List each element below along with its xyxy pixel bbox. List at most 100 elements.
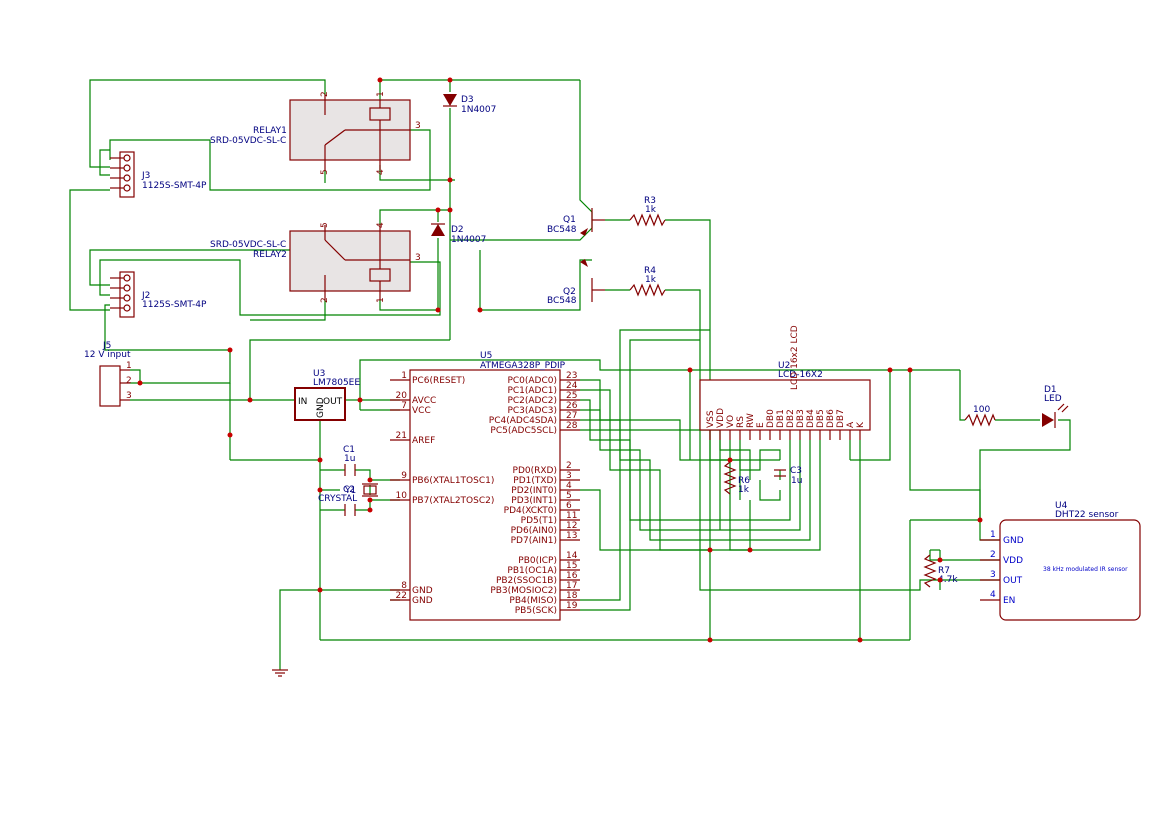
j3-ref: J3 <box>141 171 150 181</box>
r6-value: 1k <box>738 485 750 495</box>
u5-pin-name: PD5(T1) <box>521 516 557 526</box>
u5-pin-name: PD7(AIN1) <box>511 536 557 546</box>
u5-pin-name: PC5(ADC5SCL) <box>490 426 557 436</box>
u5-pin-name: PB4(MISO) <box>509 596 557 606</box>
u5-pin-number: 10 <box>396 491 408 501</box>
c1-value: 1u <box>344 454 355 464</box>
resistor-r4-symbol <box>629 283 666 297</box>
u5-pin-number: 15 <box>566 561 577 571</box>
u5-pin-number: 16 <box>566 571 578 581</box>
connector-j5-symbol: 1 2 3 <box>99 361 132 407</box>
u5-pin-number: 19 <box>566 601 578 611</box>
relay1-pin-2: 2 <box>320 91 330 97</box>
resistor-r7-symbol <box>923 554 937 588</box>
u2-pin-name: DB4 <box>806 409 816 428</box>
u5-pin-name: PD3(INT1) <box>511 496 557 506</box>
relay2-symbol: 5 4 3 2 1 <box>289 222 421 303</box>
capacitor-c2-symbol <box>344 504 356 516</box>
capacitor-c1-symbol <box>344 464 356 476</box>
relay2-pin-2: 2 <box>320 297 330 303</box>
r3-ref: R3 <box>644 196 656 206</box>
u5-pin-number: 5 <box>566 491 572 501</box>
u5-pin-number: 23 <box>566 371 577 381</box>
junction-dots <box>137 77 983 643</box>
u2-pin-name: RS <box>736 416 746 428</box>
u5-pin-name: PC4(ADC4SDA) <box>489 416 557 426</box>
u4-pin-number: 4 <box>990 590 996 600</box>
relay1-pin-4: 4 <box>376 169 386 175</box>
connector-j2-symbol <box>110 271 135 318</box>
diode-d2-symbol <box>431 223 445 236</box>
u5-pin-number: 12 <box>566 521 577 531</box>
u4-pin-name: EN <box>1003 596 1015 606</box>
u4-pin-name: GND <box>1003 536 1024 546</box>
r3-value: 1k <box>645 205 657 215</box>
u5-pin-name: PB1(OC1A) <box>507 566 557 576</box>
u5-pin-name: GND <box>412 596 433 606</box>
u3-value: LM7805EE <box>313 378 360 388</box>
j5-value: 12 V input <box>84 350 131 360</box>
u5-pin-number: 8 <box>401 581 407 591</box>
u2-pin-name: DB7 <box>836 409 846 428</box>
resistor-led-symbol <box>964 413 996 427</box>
sensor-u4-symbol <box>999 519 1141 621</box>
u2-pin-name: DB6 <box>826 409 836 428</box>
u5-pin-name: PD0(RXD) <box>513 466 557 476</box>
u4-note: 38 kHz modulated IR sensor <box>1043 566 1128 573</box>
u5-pin-number: 25 <box>566 391 577 401</box>
relay1-pin-5: 5 <box>320 169 330 175</box>
relay1-ref: RELAY1 <box>253 126 287 136</box>
u5-pin-number: 11 <box>566 511 577 521</box>
u2-pin-name: A <box>846 421 856 428</box>
u2-pin-name: DB0 <box>766 409 776 428</box>
u5-pin-number: 27 <box>566 411 577 421</box>
d1-ref: D1 <box>1044 385 1057 395</box>
ground-symbol <box>272 669 288 677</box>
u2-pin-name: DB3 <box>796 409 806 428</box>
u4-pin-name: OUT <box>1003 576 1023 586</box>
u5-pin-name: GND <box>412 586 433 596</box>
r7-ref: R7 <box>938 566 950 576</box>
u5-pin-number: 18 <box>566 591 578 601</box>
u5-pin-number: 7 <box>401 401 407 411</box>
u4-value: DHT22 sensor <box>1055 510 1119 520</box>
u3-pin-out: OUT <box>323 397 343 407</box>
c2-ref: C2 <box>343 485 355 495</box>
u5-pin-number: 3 <box>566 471 572 481</box>
u5-pin-name: PD1(TXD) <box>513 476 557 486</box>
u5-pin-name: PB0(ICP) <box>518 556 557 566</box>
u5-ref: U5 <box>480 351 492 361</box>
u5-pin-name: PC2(ADC2) <box>507 396 557 406</box>
y1-ref: Y1 <box>344 486 356 496</box>
u2-pin-name: DB1 <box>776 409 786 428</box>
relay2-value: SRD-05VDC-SL-C <box>210 240 286 250</box>
q2-value: BC548 <box>547 296 577 306</box>
u5-value: ATMEGA328P_PDIP <box>480 361 566 371</box>
transistor-q2-symbol <box>580 259 605 302</box>
relay2-pin-4: 4 <box>376 222 386 228</box>
diode-d3-symbol <box>443 94 457 107</box>
q2-ref: Q2 <box>563 287 576 297</box>
u4-pin-name: VDD <box>1003 556 1023 566</box>
u5-pin-name: PC0(ADC0) <box>507 376 557 386</box>
u5-pin-name: VCC <box>412 406 431 416</box>
u2-pin-name: E <box>756 422 766 428</box>
capacitor-c3-symbol <box>774 469 786 477</box>
d3-value: 1N4007 <box>461 105 496 115</box>
relay1-pin-1: 1 <box>376 91 386 97</box>
u5-pin-name: PB7(XTAL2TOSC2) <box>412 496 494 506</box>
u5-pin-name: PD4(XCKT0) <box>504 506 557 516</box>
c2-value: CRYSTAL <box>318 494 357 504</box>
d2-ref: D2 <box>451 225 464 235</box>
u5-pin-name: PD6(AIN0) <box>511 526 557 536</box>
u5-pin-name: PB6(XTAL1TOSC1) <box>412 476 494 486</box>
u5-pin-name: PB3(MOSIOC2) <box>490 586 557 596</box>
u4-pin-number: 2 <box>990 550 996 560</box>
led-d1-symbol <box>1042 403 1069 428</box>
j5-ref: J5 <box>102 341 111 351</box>
u5-right-pins: PC0(ADC0)23PC1(ADC1)24PC2(ADC2)25PC3(ADC… <box>489 371 580 616</box>
mcu-u5-symbol <box>409 369 561 621</box>
u5-pin-number: 14 <box>566 551 578 561</box>
